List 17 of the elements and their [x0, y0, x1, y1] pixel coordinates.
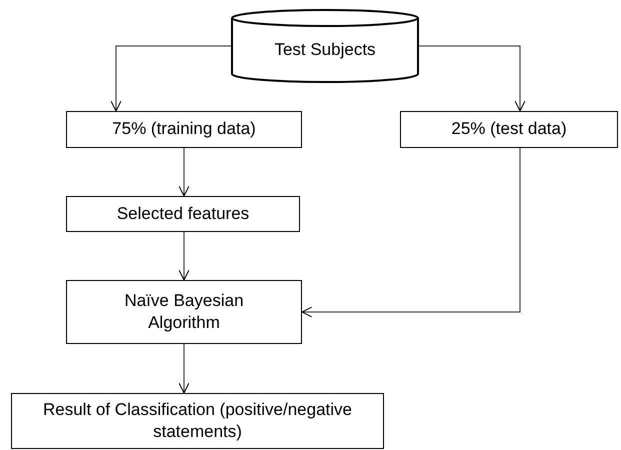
arrow	[178, 148, 190, 196]
node-label: Test Subjects	[274, 38, 376, 61]
node-label: Selected features	[116, 202, 250, 225]
process-box	[66, 111, 302, 148]
node-label: Naïve Bayesian Algorithm	[123, 290, 245, 334]
node-label: Result of Classification (positive/negative statements)	[42, 398, 353, 443]
process-box	[66, 280, 302, 344]
node-label: 25% (test data)	[451, 118, 567, 140]
process-box	[66, 196, 300, 232]
arrow	[178, 344, 190, 394]
arrow	[302, 148, 520, 318]
node-label: 75% (training data)	[112, 118, 256, 140]
process-box	[11, 393, 384, 449]
arrow	[178, 232, 190, 280]
arrow	[418, 46, 526, 112]
process-box	[400, 111, 618, 148]
arrow	[110, 46, 232, 112]
